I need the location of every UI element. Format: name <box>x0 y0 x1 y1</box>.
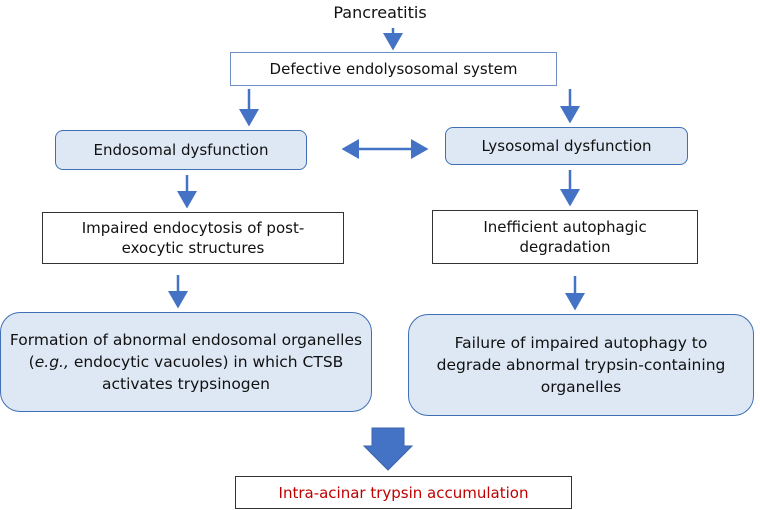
formation-line3: activates trypsinogen <box>101 375 271 393</box>
impaired-endocytosis-line1: Impaired endocytosis of post- <box>81 219 305 237</box>
formation-line1: Formation of abnormal endosomal organell… <box>9 331 363 349</box>
node-impaired-endocytosis: Impaired endocytosis of post- exocytic s… <box>42 212 344 264</box>
defective-label: Defective endolysosomal system <box>269 60 518 78</box>
node-endosomal-dysfunction: Endosomal dysfunction <box>55 130 307 170</box>
node-lysosomal-dysfunction: Lysosomal dysfunction <box>445 127 688 165</box>
node-formation-abnormal-endosomal-organelles: Formation of abnormal endosomal organell… <box>0 312 372 412</box>
failure-line3: organelles <box>540 378 622 396</box>
inefficient-line1: Inefficient autophagic <box>483 218 647 236</box>
lysosomal-label: Lysosomal dysfunction <box>481 137 652 155</box>
node-intra-acinar-trypsin-accumulation: Intra-acinar trypsin accumulation <box>235 476 572 509</box>
failure-line1: Failure of impaired autophagy to <box>454 334 708 352</box>
accumulation-label: Intra-acinar trypsin accumulation <box>278 483 529 502</box>
big-down-arrow-to-accumulation <box>362 427 414 471</box>
formation-line2-eg: e.g., <box>34 353 69 371</box>
node-pancreatitis: Pancreatitis <box>0 3 760 22</box>
node-inefficient-autophagic-degradation: Inefficient autophagic degradation <box>432 210 698 264</box>
formation-line2-rest: endocytic vacuoles) in which CTSB <box>68 353 344 371</box>
inefficient-line2: degradation <box>519 238 611 256</box>
failure-line2: degrade abnormal trypsin-containing <box>436 356 726 374</box>
node-defective-endolysosomal-system: Defective endolysosomal system <box>230 52 557 86</box>
endosomal-label: Endosomal dysfunction <box>93 141 269 159</box>
pancreatitis-label: Pancreatitis <box>333 3 427 22</box>
node-failure-impaired-autophagy: Failure of impaired autophagy to degrade… <box>408 314 754 416</box>
impaired-endocytosis-line2: exocytic structures <box>121 239 265 257</box>
formation-line2: (e.g., endocytic vacuoles) in which CTSB <box>28 353 344 371</box>
